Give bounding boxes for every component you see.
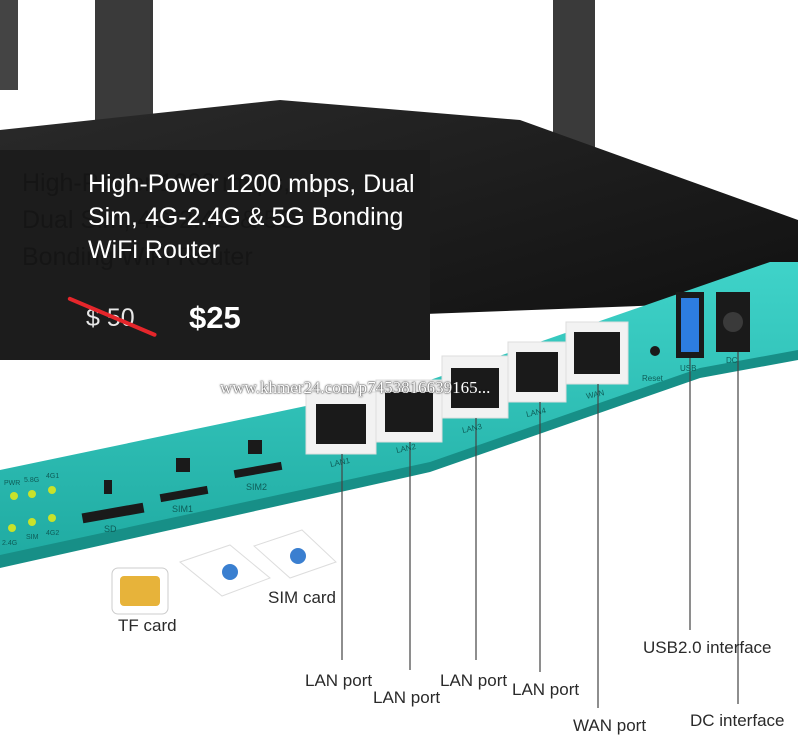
label-lan-port-2: LAN port [373,688,441,707]
led-power-silk: PWR [4,480,21,487]
sd-silk: SD [104,524,117,534]
antenna [0,0,18,90]
led-sim-silk: SIM [26,534,39,541]
label-usb-interface: USB2.0 interface [643,638,772,657]
label-tf-card: TF card [118,616,177,635]
sim1-silk: SIM1 [172,504,194,514]
label-sim-card: SIM card [268,588,337,607]
label-wan-port: WAN port [573,716,647,735]
led-24g-silk: 2.4G [2,540,18,547]
watermark-url: www.khmer24.com/p7453816639165... [220,378,491,397]
dc-silk: DC [726,356,738,365]
usb-silk: USB [680,364,697,373]
sim2-slot [233,461,283,479]
reset-silk: Reset [642,374,663,383]
ghost-title: High-Power 1200 mbps, Dual Sim, 4G-2.4G … [22,169,298,271]
led-4g2-silk: 4G2 [46,530,60,537]
sim-icon [176,458,190,472]
reset-button [650,346,660,356]
label-lan-port-1: LAN port [305,671,373,690]
listing-title: High-Power 1200 mbps, Dual Sim, 4G-2.4G … [88,170,415,264]
sd-slot [81,502,145,524]
dark-overlay [0,150,430,360]
antenna [95,0,153,120]
sd-icon [104,480,112,494]
callout-lines [341,352,739,708]
label-lan-port-4: LAN port [512,680,580,699]
new-price: $25 [189,300,241,335]
sim1-slot [159,485,209,503]
led-58g-silk: 5.8G [24,477,40,484]
led-indicators [8,486,56,532]
sim2-silk: SIM2 [246,482,268,492]
label-dc-interface: DC interface [690,711,785,730]
led-4g1-silk: 4G1 [46,473,60,480]
sim-icon [248,440,262,454]
label-lan-port-3: LAN port [440,671,508,690]
antenna [553,0,595,160]
